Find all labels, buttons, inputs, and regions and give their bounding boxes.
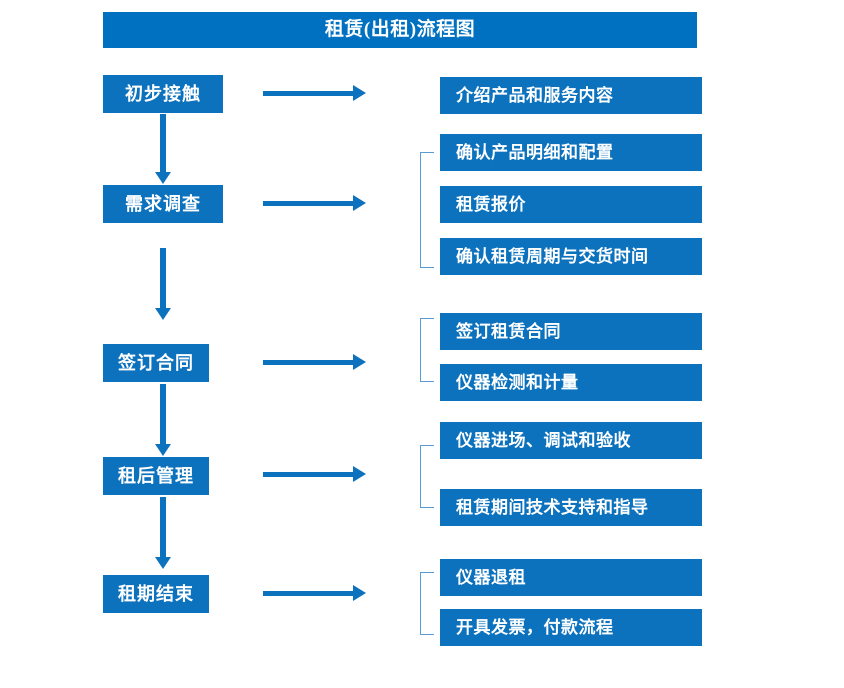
- arrow-head: [155, 557, 171, 569]
- arrow-head: [353, 195, 366, 211]
- detail-box-technical-support-guidance[interactable]: 租赁期间技术支持和指导: [440, 489, 702, 526]
- arrow-shaft: [160, 114, 166, 172]
- detail-box-confirm-rental-period-delivery[interactable]: 确认租赁周期与交货时间: [440, 238, 702, 275]
- detail-box-instrument-return[interactable]: 仪器退租: [440, 559, 702, 596]
- arrow-head: [155, 308, 171, 320]
- bracket-stage-4-group: [420, 445, 434, 508]
- arrow-down-stage-3-to-4: [155, 384, 171, 456]
- arrow-shaft: [263, 472, 355, 477]
- arrow-head: [353, 354, 366, 370]
- arrow-shaft: [160, 248, 166, 308]
- bracket-stage-2-group: [420, 152, 434, 268]
- arrow-shaft: [160, 497, 166, 557]
- arrow-head: [353, 585, 366, 601]
- stage-box-rental-end[interactable]: 租期结束: [103, 575, 209, 613]
- bracket-stage-3-group: [420, 318, 434, 382]
- arrow-head: [353, 466, 366, 482]
- arrow-shaft: [263, 591, 355, 596]
- arrow-head: [155, 444, 171, 456]
- arrow-down-stage-1-to-2: [155, 114, 171, 184]
- arrow-right-stage-2: [263, 195, 366, 211]
- stage-box-initial-contact[interactable]: 初步接触: [103, 75, 223, 113]
- diagram-title: 租赁(出租)流程图: [103, 12, 697, 48]
- detail-box-intro-products-services[interactable]: 介绍产品和服务内容: [440, 77, 702, 114]
- arrow-shaft: [263, 201, 355, 206]
- stage-box-requirement-survey[interactable]: 需求调查: [103, 185, 223, 223]
- arrow-shaft: [263, 91, 355, 96]
- detail-box-invoice-payment-process[interactable]: 开具发票，付款流程: [440, 609, 702, 646]
- detail-box-instrument-entry-commissioning-acceptance[interactable]: 仪器进场、调试和验收: [440, 422, 702, 459]
- arrow-right-stage-3: [263, 354, 366, 370]
- arrow-right-stage-4: [263, 466, 366, 482]
- arrow-down-stage-4-to-5: [155, 497, 171, 569]
- arrow-head: [353, 85, 366, 101]
- detail-box-sign-rental-contract[interactable]: 签订租赁合同: [440, 313, 702, 350]
- arrow-head: [155, 172, 171, 184]
- arrow-down-stage-2-to-3: [155, 248, 171, 320]
- stage-box-sign-contract[interactable]: 签订合同: [103, 344, 209, 382]
- detail-box-instrument-inspection-metering[interactable]: 仪器检测和计量: [440, 364, 702, 401]
- detail-box-rental-quotation[interactable]: 租赁报价: [440, 186, 702, 223]
- bracket-stage-5-group: [420, 572, 434, 635]
- arrow-shaft: [263, 360, 355, 365]
- arrow-shaft: [160, 384, 166, 444]
- arrow-right-stage-1: [263, 85, 366, 101]
- stage-box-post-rental-management[interactable]: 租后管理: [103, 457, 209, 495]
- arrow-right-stage-5: [263, 585, 366, 601]
- detail-box-confirm-product-details-config[interactable]: 确认产品明细和配置: [440, 134, 702, 171]
